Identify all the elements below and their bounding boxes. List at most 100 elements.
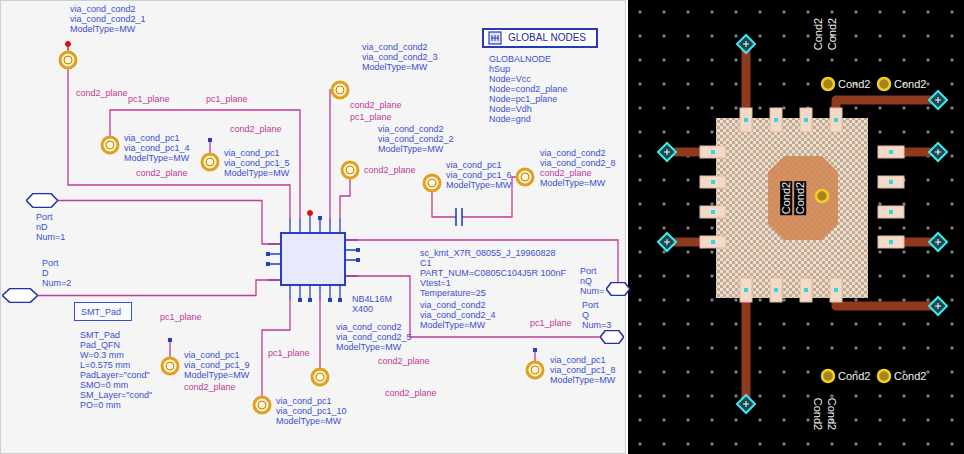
package-body bbox=[716, 118, 868, 298]
port-symbol: PortQNum=3 bbox=[600, 330, 624, 344]
via-inner-ring bbox=[336, 86, 344, 94]
component-name: SMT_Pad bbox=[81, 307, 121, 317]
component-parameter: via_cond_pc1 bbox=[446, 160, 502, 170]
pad-marker bbox=[889, 150, 893, 154]
pad-marker bbox=[711, 150, 715, 154]
port-outline bbox=[606, 282, 630, 295]
component-parameter: ModelType=MW bbox=[540, 178, 605, 188]
port-outline bbox=[600, 330, 624, 344]
layout-grid bbox=[628, 0, 964, 454]
pad-marker bbox=[889, 180, 893, 184]
smd-pad bbox=[700, 176, 726, 188]
via-inner-ring bbox=[428, 179, 436, 187]
schematic-wire bbox=[330, 90, 332, 218]
component-parameter: Temperature=25 bbox=[420, 288, 486, 298]
component-parameter: ModelType=MW bbox=[70, 24, 135, 34]
pad-marker bbox=[711, 210, 715, 214]
via-inner-ring bbox=[258, 401, 266, 409]
component-name: X400 bbox=[352, 304, 373, 314]
component-parameter: via_cond_cond2 bbox=[70, 4, 136, 14]
component-parameter: ModelType=MW bbox=[550, 375, 615, 385]
pin-stub bbox=[290, 286, 340, 300]
smd-pad bbox=[700, 236, 726, 248]
component-parameter: via_cond_cond2 bbox=[336, 322, 402, 332]
port-outline bbox=[2, 288, 37, 302]
component-parameter: ModelType=MW bbox=[420, 320, 485, 330]
pin-dot bbox=[266, 252, 270, 256]
net-label: cond2_plane bbox=[184, 382, 236, 392]
red-marker bbox=[308, 211, 313, 216]
port-outline bbox=[2, 288, 38, 303]
component-parameter: via_cond_cond2_5 bbox=[336, 332, 412, 342]
component-parameter: PO=0 mm bbox=[80, 400, 121, 410]
pin-dot bbox=[356, 248, 360, 252]
pin-dot bbox=[266, 262, 270, 266]
via-symbol bbox=[162, 358, 178, 374]
component-parameter: W=0.3 mm bbox=[80, 350, 124, 360]
layer-label: Cond2 bbox=[780, 181, 792, 215]
via-cross bbox=[664, 41, 941, 407]
port-label: D bbox=[42, 268, 49, 278]
via-symbol bbox=[254, 397, 270, 413]
cond2-via bbox=[822, 78, 834, 90]
smd-pad bbox=[878, 236, 904, 248]
component-parameter: ModelType=MW bbox=[362, 62, 427, 72]
via-inner-ring bbox=[64, 56, 72, 64]
layer-label: Cond2 bbox=[812, 18, 824, 50]
smd-pad bbox=[700, 206, 726, 218]
layout-background bbox=[628, 0, 964, 454]
port-label: nQ bbox=[580, 276, 592, 286]
schematic-wire bbox=[209, 140, 210, 154]
global-node-icon bbox=[488, 31, 502, 45]
box-title: GLOBAL NODES bbox=[508, 32, 586, 44]
component-parameter: SM_Layer="cond" bbox=[80, 390, 152, 400]
schematic-wire bbox=[68, 68, 535, 397]
component-parameter: via_cond_cond2 bbox=[420, 300, 486, 310]
net-label: cond2_plane bbox=[136, 168, 188, 178]
via-cross bbox=[664, 149, 941, 245]
copper-trace bbox=[836, 100, 938, 112]
net-label: cond2_plane bbox=[364, 165, 416, 175]
net-label: cond2_plane bbox=[540, 168, 592, 178]
component-parameter: ModelType=MW bbox=[124, 153, 189, 163]
smd-pad bbox=[830, 108, 842, 132]
copper-trace bbox=[836, 300, 938, 306]
schematic-wire bbox=[340, 178, 350, 218]
red-marker bbox=[66, 42, 313, 216]
schematic-wire bbox=[319, 300, 320, 369]
via-symbol bbox=[60, 52, 543, 413]
copper-trace bbox=[742, 300, 751, 404]
cond2-via bbox=[878, 78, 890, 90]
pad-marker bbox=[711, 118, 893, 292]
component-parameter: Node=cond2_plane bbox=[489, 84, 567, 94]
cond2-via bbox=[816, 78, 890, 382]
pin-dot bbox=[318, 216, 322, 220]
via-symbol bbox=[202, 154, 218, 170]
global-node-icon bbox=[489, 32, 501, 44]
component-parameter: SMO=0 mm bbox=[80, 380, 128, 390]
port-label: Num=1 bbox=[36, 232, 65, 242]
port-outline bbox=[606, 282, 630, 296]
global-node-icon bbox=[491, 35, 499, 41]
pin-dot bbox=[298, 298, 302, 302]
net-label: pc1_plane bbox=[206, 94, 248, 104]
port-outline bbox=[600, 330, 624, 343]
component-parameter: Node=Vdh bbox=[489, 104, 532, 114]
net-label: cond2_plane bbox=[378, 356, 430, 366]
smd-pad bbox=[878, 146, 904, 158]
pin-dot bbox=[338, 298, 342, 302]
port-outline bbox=[26, 193, 57, 207]
pin-dot bbox=[208, 138, 212, 142]
pad-marker bbox=[834, 288, 838, 292]
port-label: Num=3 bbox=[582, 320, 611, 330]
pin-stub bbox=[290, 214, 340, 232]
net-label: cond2_plane bbox=[350, 100, 402, 110]
pad-marker bbox=[804, 288, 808, 292]
net-label: cond2_plane bbox=[76, 88, 128, 98]
pin-stub bbox=[268, 214, 358, 300]
thermal-pad bbox=[768, 156, 838, 240]
via-inner-ring bbox=[531, 366, 539, 374]
via-inner-ring bbox=[346, 166, 354, 174]
pad-marker bbox=[774, 288, 778, 292]
